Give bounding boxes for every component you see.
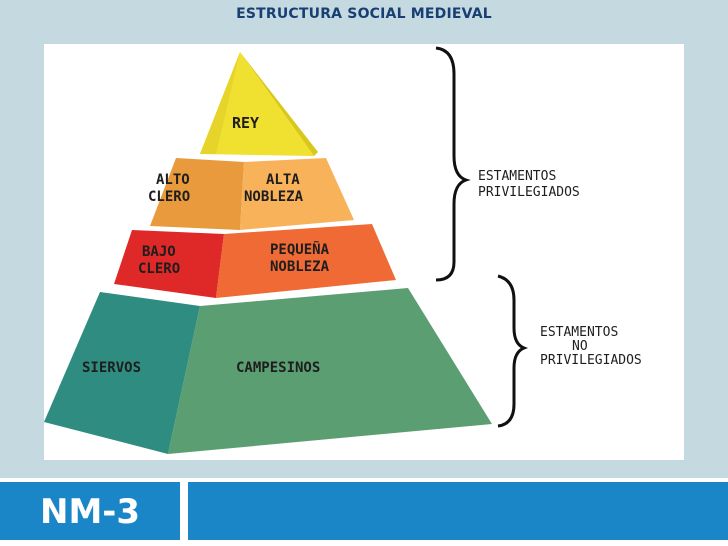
tier-bajo — [114, 224, 396, 298]
label-alta-line1: ALTA — [266, 172, 300, 188]
label-campesinos: CAMPESINOS — [236, 360, 320, 376]
tier-alto-right — [240, 158, 354, 230]
bracket-privileged — [435, 46, 471, 282]
tier-bajo-right — [216, 224, 396, 298]
privileged-label: ESTAMENTOS PRIVILEGIADOS — [478, 169, 580, 200]
pyramid-image-panel: REY ALTO CLERO ALTA NOBLEZA BAJO CLERO P… — [44, 44, 684, 460]
social-pyramid-diagram: REY ALTO CLERO ALTA NOBLEZA BAJO CLERO P… — [44, 46, 642, 454]
tier-rey-top-shade — [200, 52, 240, 154]
label-rey: REY — [232, 114, 259, 132]
tier-rey-front — [200, 52, 314, 156]
label-bajo-line2: CLERO — [138, 261, 180, 277]
non-privileged-line3: PRIVILEGIADOS — [540, 353, 642, 368]
label-alto-line2: CLERO — [148, 189, 190, 205]
label-siervos: SIERVOS — [82, 360, 141, 376]
label-bajo-clero: BAJO CLERO — [138, 244, 184, 277]
footer-label-box: NM-3 — [0, 482, 180, 540]
label-alta-line2: NOBLEZA — [244, 189, 304, 205]
bracket-non-privileged — [497, 274, 529, 428]
tier-rey — [200, 52, 318, 156]
label-alto-clero: ALTO CLERO — [148, 172, 198, 205]
label-pequena-line2: NOBLEZA — [270, 259, 330, 275]
privileged-line1: ESTAMENTOS — [478, 169, 556, 184]
tier-base-left — [44, 292, 200, 454]
privileged-line2: PRIVILEGIADOS — [478, 185, 580, 200]
label-alta-nobleza: ALTA NOBLEZA — [244, 172, 308, 205]
tier-rey-side — [240, 52, 318, 156]
footer-stripe — [188, 482, 728, 540]
slide-title: ESTRUCTURA SOCIAL MEDIEVAL — [236, 6, 492, 22]
tier-alto-left — [150, 158, 244, 230]
footer-label: NM-3 — [40, 492, 141, 532]
tier-base — [44, 288, 492, 454]
label-bajo-line1: BAJO — [142, 244, 176, 260]
label-pequena-nobleza: PEQUEÑA NOBLEZA — [270, 241, 337, 275]
label-pequena-line1: PEQUEÑA — [270, 241, 330, 258]
label-alto-line1: ALTO — [156, 172, 190, 188]
non-privileged-label: ESTAMENTOS NO PRIVILEGIADOS — [540, 325, 642, 368]
tier-base-right — [168, 288, 492, 454]
non-privileged-line1: ESTAMENTOS — [540, 325, 618, 340]
non-privileged-line2: NO — [572, 339, 588, 354]
tier-alto — [150, 158, 354, 230]
tier-bajo-left — [114, 230, 224, 298]
